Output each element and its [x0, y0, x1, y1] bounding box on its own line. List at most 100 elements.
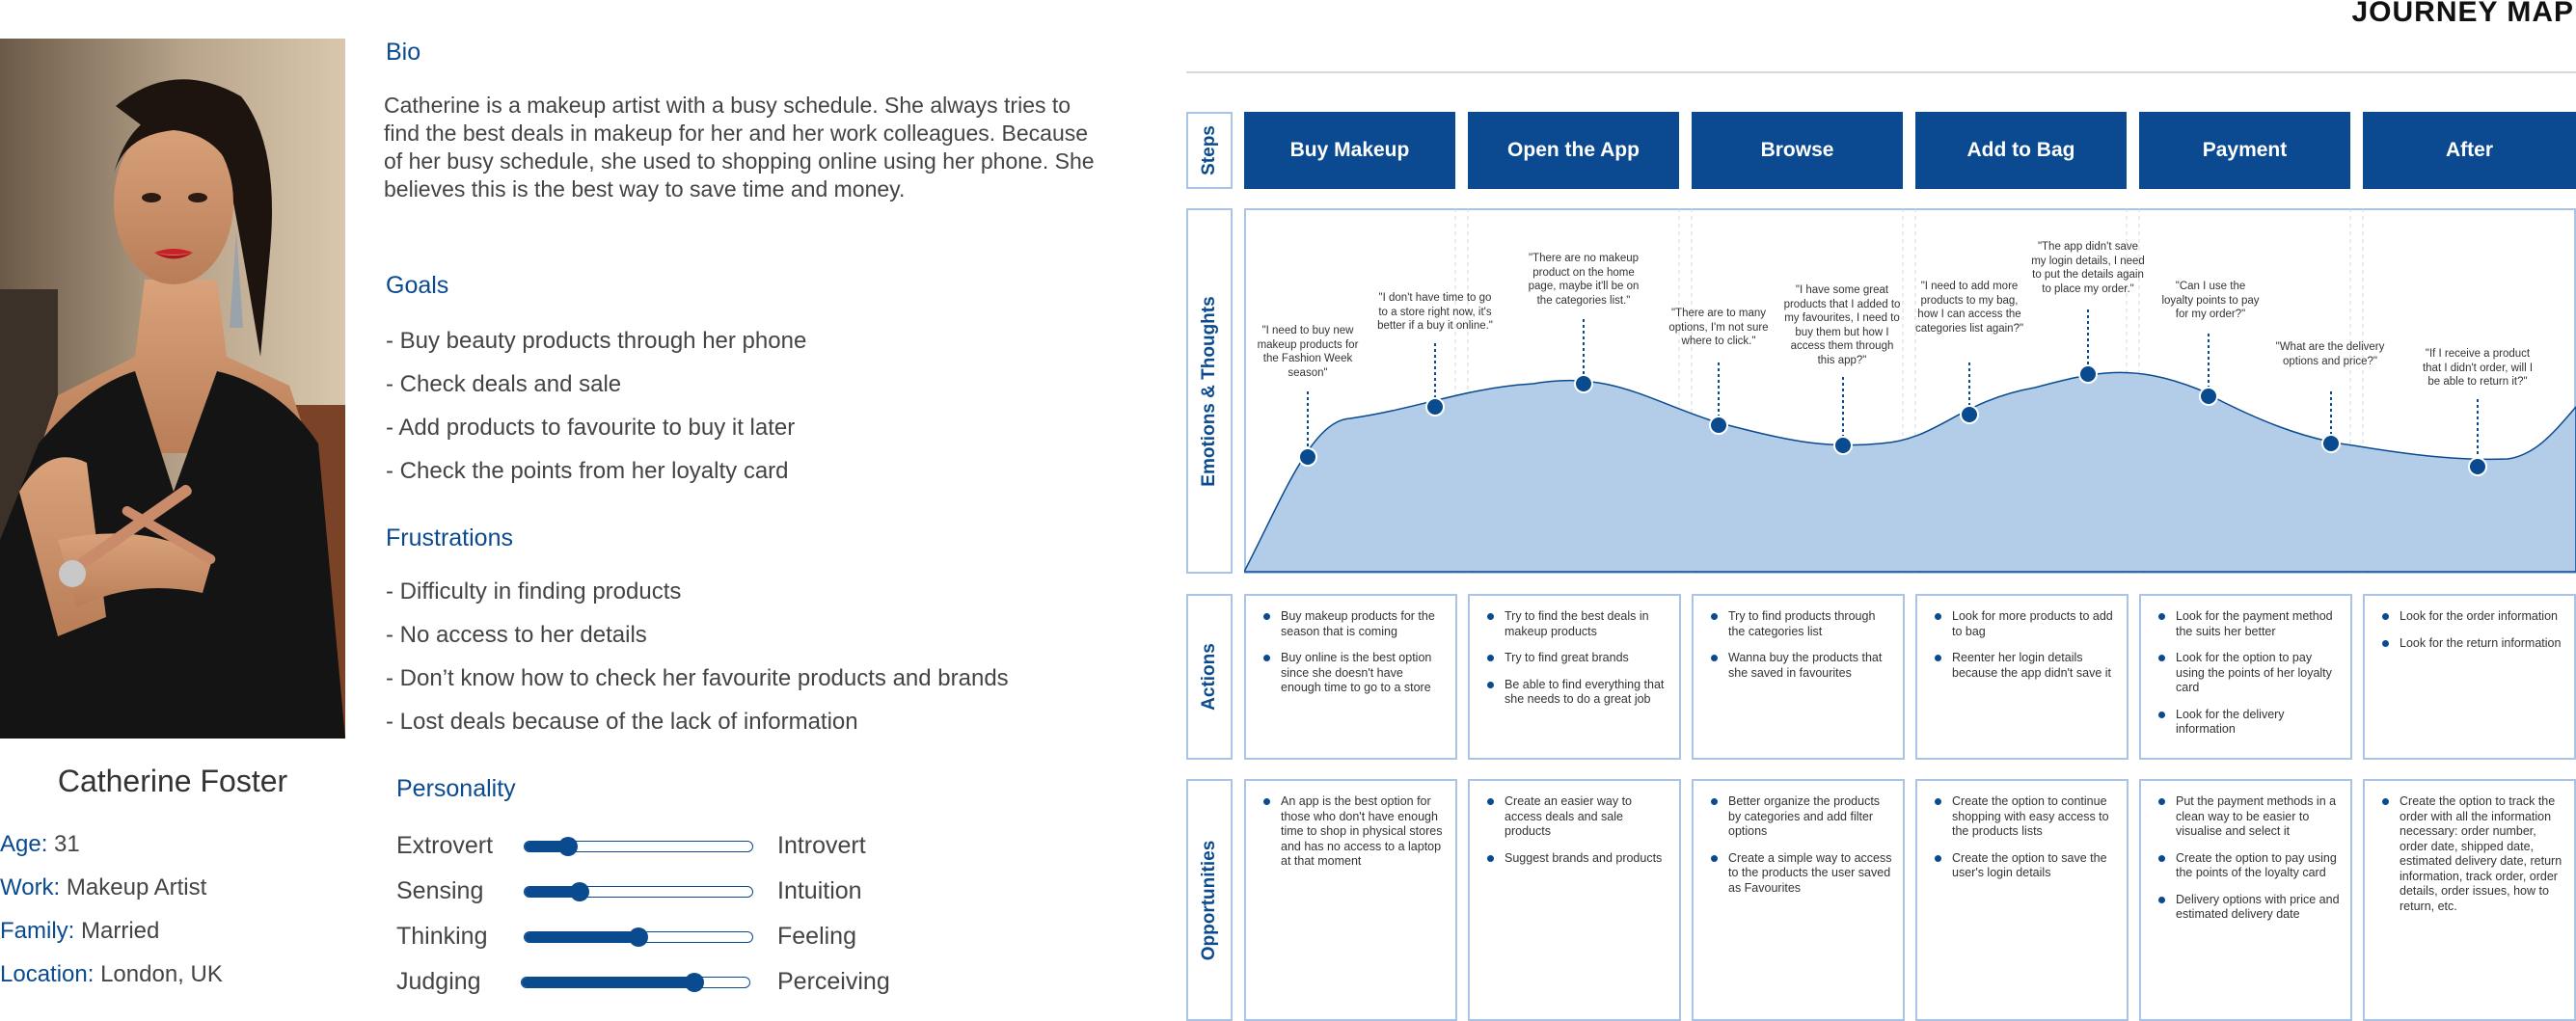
emotion-curve-chart — [1244, 208, 2576, 574]
bio-text: Catherine is a makeup artist with a busy… — [384, 93, 1095, 202]
bio-title: Bio — [386, 39, 421, 66]
row-label-steps: Steps — [1186, 112, 1233, 189]
thought-quote: "I need to add more products to my bag, … — [1914, 281, 2024, 335]
emotion-point — [1960, 405, 1979, 424]
opportunity-item: Create an easier way to access deals and… — [1483, 794, 1669, 840]
emotion-point — [1425, 397, 1445, 416]
opportunity-item: Delivery options with price and estimate… — [2155, 893, 2341, 923]
frustration-item: - No access to her details — [386, 622, 647, 648]
action-item: Buy online is the best option since she … — [1260, 651, 1446, 696]
demo-age: Age: 31 — [0, 831, 80, 857]
emotion-point — [1574, 374, 1593, 393]
step-after: After — [2363, 112, 2576, 189]
emotion-point — [1298, 447, 1317, 467]
frustration-item: - Difficulty in finding products — [386, 578, 682, 605]
thought-quote: "There are no makeup product on the home… — [1528, 253, 1640, 307]
actions-cell: Look for more products to add to bag Ree… — [1915, 594, 2129, 760]
step-open-the-app: Open the App — [1468, 112, 1679, 189]
step-add-to-bag: Add to Bag — [1915, 112, 2127, 189]
opportunity-item: An app is the best option for those who … — [1260, 794, 1446, 870]
trait-right: Intuition — [777, 877, 862, 904]
opportunities-cell: Create an easier way to access deals and… — [1468, 779, 1681, 1021]
opportunity-item: Create the option to save the user's log… — [1931, 851, 2117, 881]
frustration-item: - Lost deals because of the lack of info… — [386, 709, 858, 735]
action-item: Look for the delivery information — [2155, 708, 2341, 738]
goal-item: - Check deals and sale — [386, 371, 622, 397]
slider-knob — [570, 882, 589, 901]
slider-knob — [558, 837, 578, 856]
thought-quote: "There are to many options, I'm not sure… — [1668, 308, 1769, 347]
trait-left: Judging — [396, 968, 481, 995]
thought-quote: "I don't have time to go to a store righ… — [1377, 292, 1493, 332]
action-item: Look for the payment method the suits he… — [2155, 609, 2341, 639]
trait-slider — [524, 882, 753, 901]
action-item: Be able to find everything that she need… — [1483, 678, 1669, 708]
actions-cell: Look for the payment method the suits he… — [2139, 594, 2352, 760]
action-item: Look for the option to pay using the poi… — [2155, 651, 2341, 696]
action-item: Try to find products through the categor… — [1707, 609, 1893, 639]
trait-right: Perceiving — [777, 968, 890, 995]
opportunity-item: Suggest brands and products — [1483, 851, 1669, 867]
journey-map-title: JOURNEY MAP — [2351, 0, 2574, 28]
step-buy-makeup: Buy Makeup — [1244, 112, 1455, 189]
goal-item: - Add products to favourite to buy it la… — [386, 415, 796, 441]
demo-family: Family: Married — [0, 918, 160, 944]
opportunities-cell: Better organize the products by categori… — [1692, 779, 1905, 1021]
trait-slider — [524, 837, 753, 856]
emotion-point — [1709, 416, 1728, 435]
personality-title: Personality — [396, 775, 516, 802]
trait-right: Introvert — [777, 832, 866, 859]
opportunity-item: Create the option to pay using the point… — [2155, 851, 2341, 881]
action-item: Look for more products to add to bag — [1931, 609, 2117, 639]
trait-slider — [521, 973, 750, 992]
emotion-point — [2199, 387, 2218, 406]
opportunity-item: Create the option to track the order wit… — [2378, 794, 2564, 914]
demo-location: Location: London, UK — [0, 961, 223, 987]
thought-quote: "I need to buy new makeup products for t… — [1257, 325, 1359, 379]
frustration-item: - Don’t know how to check her favourite … — [386, 665, 1009, 691]
row-label-actions: Actions — [1186, 594, 1233, 760]
slider-knob — [629, 927, 648, 947]
action-item: Reenter her login details because the ap… — [1931, 651, 2117, 681]
goal-item: - Check the points from her loyalty card — [386, 458, 789, 484]
persona-name: Catherine Foster — [57, 764, 288, 798]
opportunities-cell: Create the option to track the order wit… — [2363, 779, 2576, 1021]
thought-quote: "If I receive a product that I didn't or… — [2422, 348, 2534, 388]
thought-quote: "What are the delivery options and price… — [2275, 341, 2385, 367]
emotion-point — [2321, 434, 2341, 453]
opportunity-item: Create the option to continue shopping w… — [1931, 794, 2117, 840]
emotion-point — [2078, 364, 2098, 384]
trait-left: Thinking — [396, 923, 488, 950]
persona-photo — [0, 39, 345, 739]
thought-quote: "Can I use the loyalty points to pay for… — [2161, 281, 2260, 320]
action-item: Look for the return information — [2378, 636, 2564, 652]
row-label-opportunities: Opportunities — [1186, 779, 1233, 1021]
row-label-emotions: Emotions & Thoughts — [1186, 208, 1233, 574]
trait-right: Feeling — [777, 923, 856, 950]
opportunities-cell: Create the option to continue shopping w… — [1915, 779, 2129, 1021]
goals-title: Goals — [386, 272, 449, 299]
thought-quote: "I have some great products that I added… — [1783, 284, 1901, 366]
opportunity-item: Create a simple way to access to the pro… — [1707, 851, 1893, 897]
actions-cell: Try to find products through the categor… — [1692, 594, 1905, 760]
goal-item: - Buy beauty products through her phone — [386, 328, 807, 354]
title-divider — [1186, 71, 2576, 73]
action-item: Look for the order information — [2378, 609, 2564, 625]
frustrations-title: Frustrations — [386, 524, 513, 551]
trait-left: Sensing — [396, 877, 484, 904]
actions-cell: Try to find the best deals in makeup pro… — [1468, 594, 1681, 760]
opportunities-cell: An app is the best option for those who … — [1244, 779, 1457, 1021]
action-item: Try to find the best deals in makeup pro… — [1483, 609, 1669, 639]
trait-left: Extrovert — [396, 832, 494, 859]
opportunity-item: Put the payment methods in a clean way t… — [2155, 794, 2341, 840]
trait-slider — [524, 927, 753, 947]
emotions-panel — [1244, 208, 2576, 574]
action-item: Buy makeup products for the season that … — [1260, 609, 1446, 639]
thought-quote: "The app didn't save my login details, I… — [2031, 241, 2145, 295]
action-item: Try to find great brands — [1483, 651, 1669, 666]
actions-cell: Look for the order information Look for … — [2363, 594, 2576, 760]
opportunity-item: Better organize the products by categori… — [1707, 794, 1893, 840]
emotion-point — [2468, 457, 2487, 476]
demo-work: Work: Makeup Artist — [0, 874, 207, 900]
opportunities-cell: Put the payment methods in a clean way t… — [2139, 779, 2352, 1021]
